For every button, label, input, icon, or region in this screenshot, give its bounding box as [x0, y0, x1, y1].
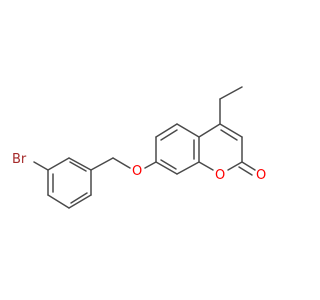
- carbon-bromine-bond: [33, 161, 49, 171]
- ethyl-bond-2: [219, 86, 243, 100]
- bond: [198, 161, 214, 171]
- bromine-label: Br: [12, 152, 27, 167]
- carbonyl-bond-double: [238, 166, 253, 176]
- bond: [47, 194, 70, 209]
- double-bond-inner: [220, 129, 238, 141]
- bond: [68, 194, 92, 209]
- bond: [227, 161, 243, 171]
- molecule-structure: Br O O O: [12, 86, 266, 209]
- bond: [68, 157, 92, 171]
- double-bond-inner: [70, 192, 88, 204]
- ether-oxygen-label: O: [132, 164, 142, 179]
- molecule-canvas: Br O O O: [12, 86, 266, 209]
- bond: [47, 157, 70, 171]
- coumarin-benzo-ring: [155, 123, 200, 175]
- bromophenyl-ring: [47, 157, 92, 209]
- bond: [219, 123, 243, 138]
- pyranone-ring: [198, 123, 243, 171]
- double-bond-inner: [160, 129, 178, 141]
- double-bond-inner: [69, 161, 87, 172]
- bond: [155, 161, 178, 175]
- carbonyl-bond: [241, 161, 256, 171]
- bond: [176, 123, 200, 138]
- ch2-to-oxygen-bond: [112, 157, 131, 169]
- carbonyl-oxygen-label: O: [256, 168, 266, 183]
- double-bond-inner: [160, 159, 177, 170]
- ring-to-ch2-bond: [90, 157, 114, 171]
- bond: [155, 123, 178, 138]
- bond: [198, 123, 221, 138]
- bond: [176, 161, 200, 175]
- ring-oxygen-label: O: [215, 168, 225, 183]
- oxygen-to-coumarin-bond: [144, 161, 157, 169]
